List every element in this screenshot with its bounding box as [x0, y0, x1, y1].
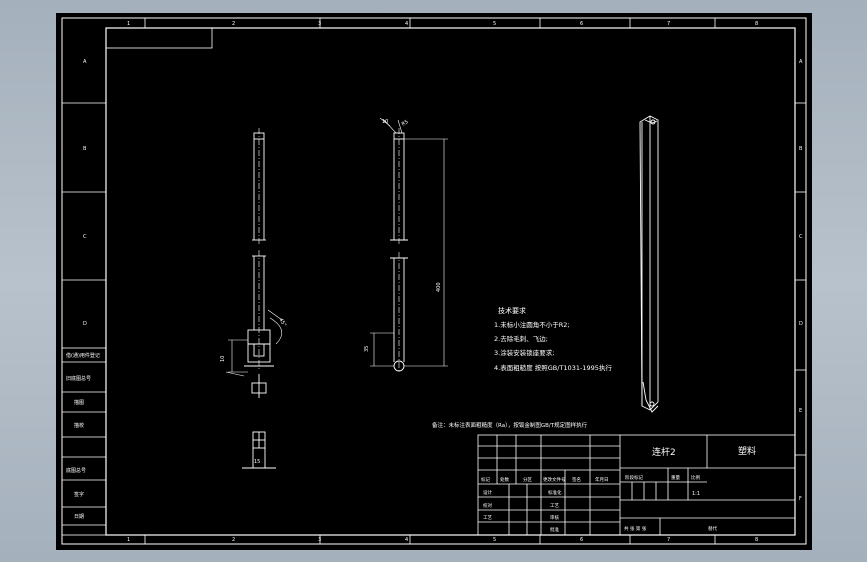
col-number-top: 5 — [493, 21, 496, 27]
sheet-count: 共 张 第 张 — [624, 525, 647, 532]
notes-item: 3.涂装安装锁座要求; — [494, 348, 554, 357]
row-letter-right: B — [799, 146, 803, 152]
stage-label: 阶段标记 — [625, 474, 643, 481]
material: 塑料 — [738, 445, 756, 457]
dim-width-left: 10 — [220, 356, 226, 362]
front-view-dims — [225, 309, 283, 377]
supersedes-label: 替代 — [708, 525, 717, 532]
row-letter-left: A — [83, 59, 87, 65]
side-label: 描校 — [74, 422, 84, 429]
row-label: 校对 — [483, 502, 492, 509]
side-label: 借(通)用件登记 — [66, 352, 100, 359]
header-label: 签名 — [572, 476, 581, 483]
mid-label: 标准化 — [548, 489, 562, 496]
row-letter-right: C — [799, 234, 803, 240]
row-letter-right: E — [799, 408, 802, 414]
header-label: 年月日 — [595, 476, 609, 483]
notes-footer: 备注：未标注表面粗糙度（Ra），按钣金制图GB/T规定图样执行 — [432, 421, 588, 429]
row-label: 工艺 — [483, 515, 492, 521]
drawing-number-box — [105, 27, 213, 49]
header-label: 分区 — [523, 476, 532, 483]
stage-label: 比例 — [691, 474, 700, 481]
dim-angle: 45° — [278, 317, 288, 328]
col-number-top: 1 — [127, 21, 130, 27]
outer-frame — [61, 17, 807, 545]
isometric-view-rod — [639, 115, 659, 413]
dim-top-a: 10 — [382, 119, 388, 125]
mid-label: 批准 — [550, 526, 559, 533]
side-register-table — [61, 347, 107, 536]
drawing-canvas[interactable] — [56, 13, 812, 550]
row-letter-right: A — [799, 59, 803, 65]
col-number-top: 6 — [580, 21, 583, 27]
notes-item: 1.未标小注圆角不小于R2; — [494, 320, 570, 329]
row-label: 设计 — [483, 489, 492, 496]
col-number-bottom: 6 — [580, 537, 583, 543]
dim-width-right: 35 — [364, 346, 370, 352]
row-letter-left: D — [83, 321, 87, 327]
scale-value: 1:1 — [692, 491, 700, 497]
col-number-bottom: 1 — [127, 537, 130, 543]
part-name: 连杆2 — [652, 446, 676, 458]
row-letter-left: B — [83, 146, 87, 152]
col-number-bottom: 2 — [232, 537, 235, 543]
mid-label: 工艺 — [550, 503, 559, 509]
row-letter-left: C — [83, 234, 87, 240]
col-number-bottom: 3 — [318, 537, 321, 543]
zone-ticks — [62, 18, 806, 544]
side-label: 签字 — [74, 491, 84, 498]
col-number-top: 8 — [755, 21, 758, 27]
col-number-top: 2 — [232, 21, 235, 27]
side-label: 描图 — [74, 399, 84, 406]
col-number-bottom: 8 — [755, 537, 758, 543]
dim-length: 400 — [436, 282, 442, 292]
side-view-dims — [370, 117, 448, 367]
side-label: 日期 — [74, 514, 84, 520]
col-number-bottom: 7 — [667, 537, 670, 543]
col-number-bottom: 4 — [405, 537, 408, 543]
col-number-bottom: 5 — [493, 537, 496, 543]
notes-title: 技术要求 — [498, 306, 526, 315]
col-number-top: 7 — [667, 21, 670, 27]
stage-label: 重量 — [671, 474, 680, 481]
col-number-top: 3 — [318, 21, 321, 27]
notes-item: 2.去除毛刺、飞边; — [494, 334, 548, 343]
header-label: 更改文件号 — [543, 476, 566, 483]
side-label: 底图总号 — [66, 467, 86, 474]
header-label: 处数 — [500, 476, 509, 483]
side-label: 旧底图总号 — [66, 375, 91, 382]
row-letter-right: F — [799, 496, 802, 502]
title-block-grid — [477, 434, 796, 536]
bottom-view — [242, 431, 276, 469]
col-number-top: 4 — [405, 21, 408, 27]
mid-label: 审核 — [550, 514, 559, 521]
header-label: 标记 — [481, 476, 490, 483]
notes-item: 4.表面粗糙度 按照GB/T1031-1995执行 — [494, 363, 612, 372]
dim-bottom-width: 15 — [254, 459, 260, 465]
dim-chamfer: R5 — [401, 119, 410, 128]
row-letter-right: D — [799, 321, 803, 327]
inner-frame — [105, 27, 796, 536]
